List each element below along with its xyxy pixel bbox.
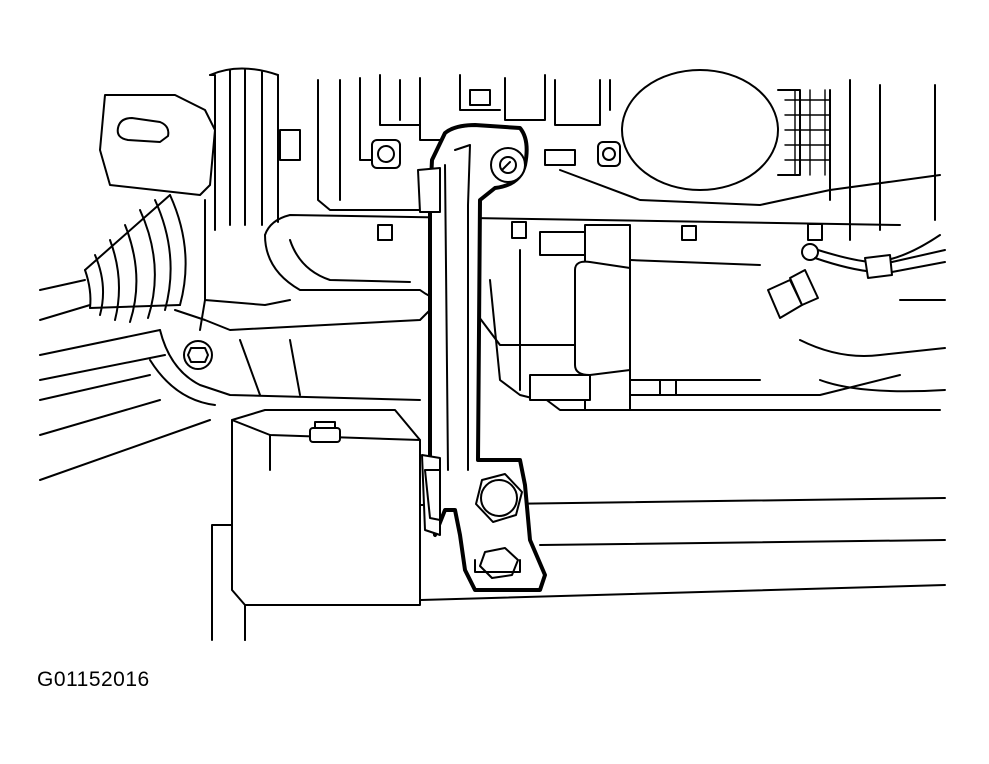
rectangular-block	[232, 410, 420, 605]
round-housing	[622, 70, 830, 190]
actuator-cylinder	[530, 225, 760, 410]
figure-id-label: G01152016	[37, 668, 150, 691]
link-lower-hex-bolt	[475, 474, 522, 578]
upper-bolt	[372, 140, 620, 168]
sensor-with-wire	[768, 235, 945, 318]
left-mount-bracket	[100, 95, 215, 195]
right-lower-housing	[800, 300, 945, 391]
cv-axle-boot	[40, 195, 186, 380]
link-top-bolt	[491, 148, 525, 182]
case-bolts	[378, 222, 822, 395]
transmission-case	[40, 200, 940, 480]
lower-left-bolt	[184, 341, 212, 369]
engine-block-upper	[210, 69, 940, 241]
torque-rod-link	[418, 125, 545, 590]
